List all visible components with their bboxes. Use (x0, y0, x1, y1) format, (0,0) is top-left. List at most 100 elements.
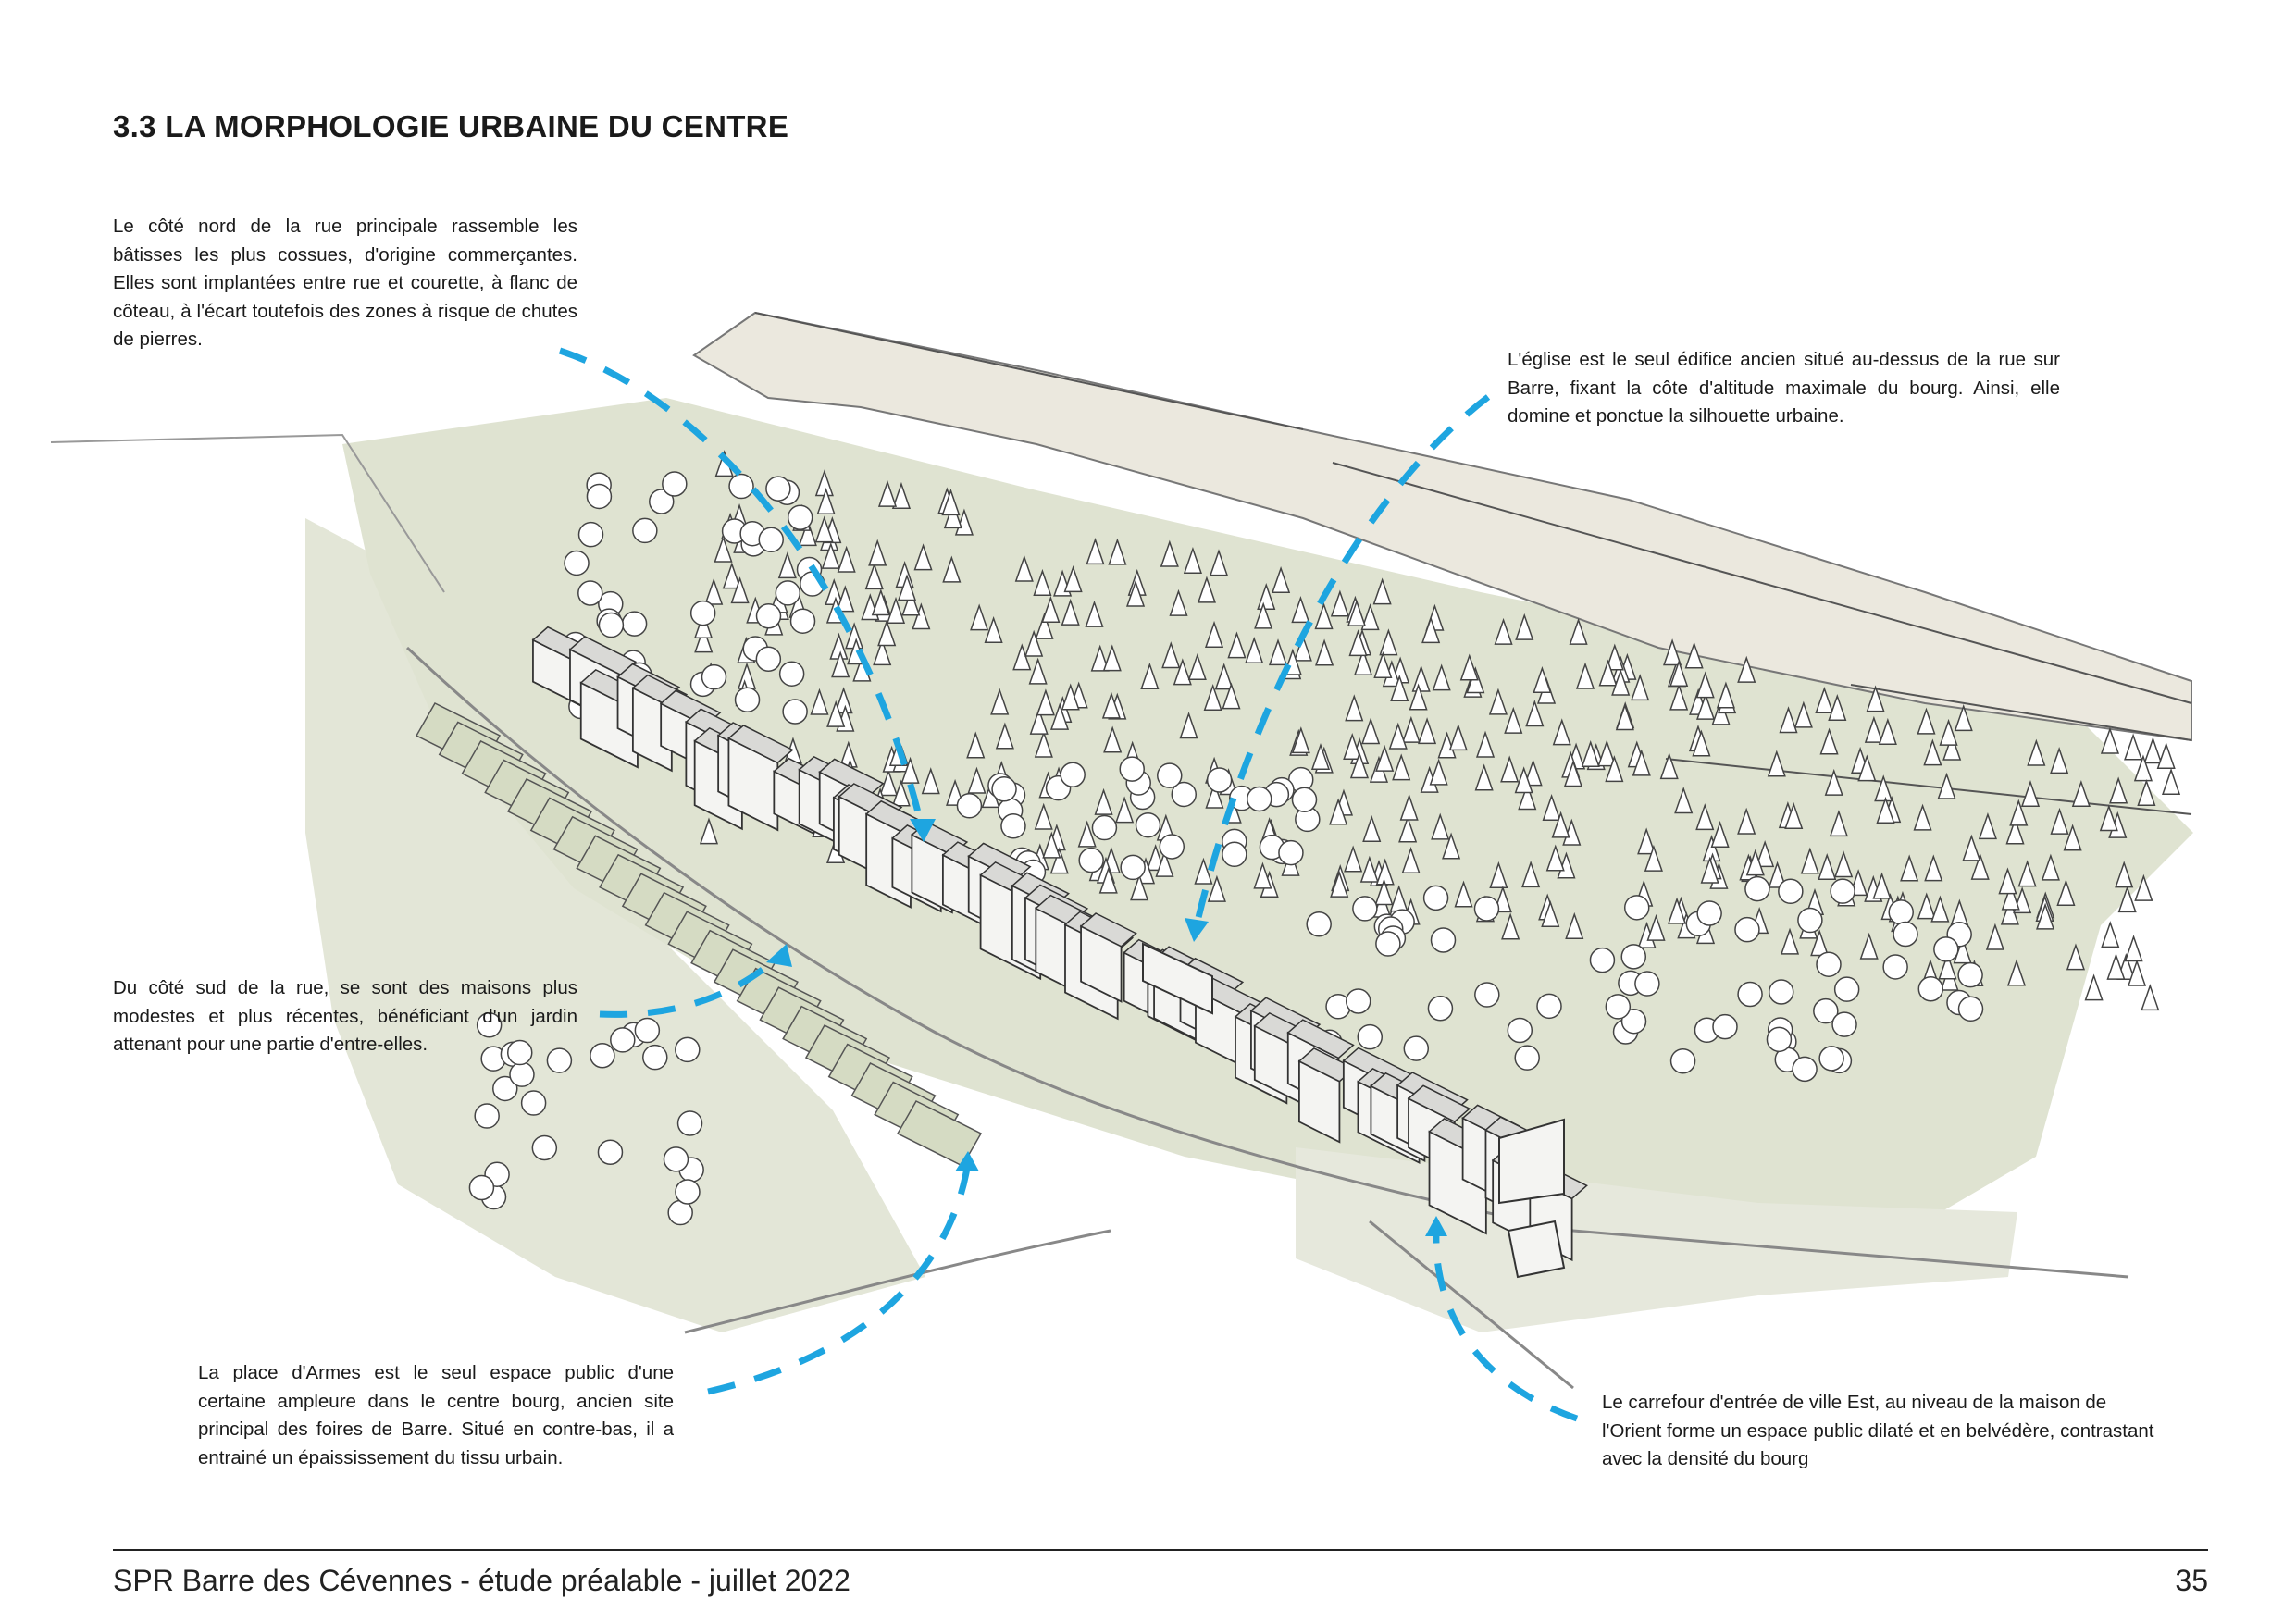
conifer-tree (1488, 688, 1508, 715)
conifer-tree (1155, 849, 1174, 877)
conifer-tree (990, 688, 1010, 715)
conifer-tree (921, 767, 940, 795)
conifer-tree (1379, 628, 1398, 656)
conifer-tree (1978, 812, 1997, 840)
conifer-tree (1411, 664, 1431, 692)
deciduous-tree (590, 1043, 615, 1069)
conifer-tree (941, 489, 961, 516)
footer-divider (113, 1549, 2208, 1551)
conifer-tree (1102, 644, 1122, 672)
conifer-tree (1514, 766, 1533, 794)
conifer-tree (1291, 596, 1310, 624)
deciduous-tree (1589, 947, 1616, 973)
arrow-north-side (558, 347, 925, 824)
conifer-tree (798, 519, 817, 547)
conifer-tree (2050, 747, 2069, 774)
conifer-tree (1756, 840, 1775, 868)
conifer-tree (1049, 702, 1070, 730)
conifer-tree (1737, 655, 1756, 683)
deciduous-tree (1669, 1047, 1696, 1074)
conifer-tree (837, 545, 856, 573)
building-roof (1286, 1019, 1355, 1059)
deciduous-tree (1060, 762, 1086, 788)
conifer-tree (1962, 834, 1981, 861)
deciduous-tree (546, 1047, 573, 1073)
deciduous-tree (610, 1027, 636, 1053)
deciduous-tree (577, 580, 603, 606)
deciduous-tree (621, 611, 648, 637)
conifer-tree (2143, 737, 2163, 764)
deciduous-tree (1306, 911, 1332, 937)
conifer-tree (1876, 796, 1895, 824)
conifer-tree (1696, 692, 1716, 720)
deciduous-tree (755, 646, 782, 673)
conifer-tree (1125, 579, 1146, 607)
conifer-tree (2137, 778, 2156, 807)
deciduous-tree (765, 476, 791, 502)
conifer-tree (1930, 895, 1950, 923)
terrain (50, 311, 2193, 1390)
conifer-tree (1563, 760, 1583, 787)
conifer-tree (1533, 666, 1552, 694)
conifer-tree (1779, 706, 1798, 734)
conifer-tree (1646, 913, 1666, 941)
conifer-tree (1924, 854, 1943, 882)
conifer-tree (1525, 700, 1545, 727)
conifer-tree (1314, 602, 1334, 630)
conifer-tree (1784, 802, 1804, 830)
deciduous-tree (577, 521, 604, 548)
conifer-tree (1329, 798, 1348, 825)
conifer-tree (2020, 779, 2041, 808)
conifer-tree (2109, 776, 2128, 804)
deciduous-tree (1833, 976, 1860, 1002)
conifer-tree (871, 588, 890, 616)
deciduous-tree (1078, 847, 1104, 873)
conifer-tree (1140, 662, 1160, 690)
conifer-tree (1637, 827, 1657, 855)
conifer-tree (873, 638, 892, 666)
conifer-tree (1388, 722, 1408, 750)
conifer-tree (1401, 846, 1421, 874)
conifer-tree (1257, 582, 1276, 611)
conifer-tree (1063, 565, 1083, 593)
conifer-tree (966, 731, 986, 759)
conifer-tree (1551, 811, 1570, 838)
conifer-tree (1575, 662, 1595, 689)
conifer-tree (1349, 751, 1370, 779)
conifer-tree (1878, 717, 1897, 745)
arrowhead-icon (955, 1151, 979, 1171)
conifer-tree (1315, 638, 1334, 666)
conifer-tree (714, 535, 733, 563)
conifer-tree (2124, 935, 2143, 962)
conifer-tree (1942, 733, 1962, 761)
conifer-tree (1035, 612, 1054, 639)
conifer-tree (1828, 693, 1847, 721)
conifer-tree (1205, 781, 1224, 809)
arrow-south-side (599, 955, 780, 1018)
conifer-tree (1160, 539, 1179, 567)
conifer-tree (1432, 663, 1451, 691)
conifer-tree (967, 766, 987, 794)
conifer-tree (1611, 668, 1631, 696)
deciduous-tree (956, 793, 983, 819)
conifer-tree (1667, 897, 1687, 924)
deciduous-tree (758, 527, 784, 553)
note-church: L'église est le seul édifice ancien situ… (1508, 349, 2060, 427)
deciduous-tree (506, 1039, 533, 1066)
conifer-tree (1108, 538, 1127, 565)
conifer-tree (1938, 952, 1957, 980)
conifer-tree (1353, 648, 1373, 675)
conifer-tree (970, 603, 989, 631)
deciduous-tree (1744, 875, 1770, 902)
conifer-tree (1245, 636, 1264, 663)
deciduous-tree (1734, 916, 1760, 943)
deciduous-tree (509, 1061, 535, 1087)
conifer-tree (1737, 807, 1756, 835)
conifer-tree (2099, 804, 2118, 832)
conifer-tree (1090, 644, 1110, 672)
conifer-tree (1674, 787, 1694, 814)
conifer-tree (995, 722, 1014, 750)
building (1498, 1118, 1565, 1205)
deciduous-tree (1352, 896, 1378, 922)
conifer-tree (1169, 588, 1188, 616)
